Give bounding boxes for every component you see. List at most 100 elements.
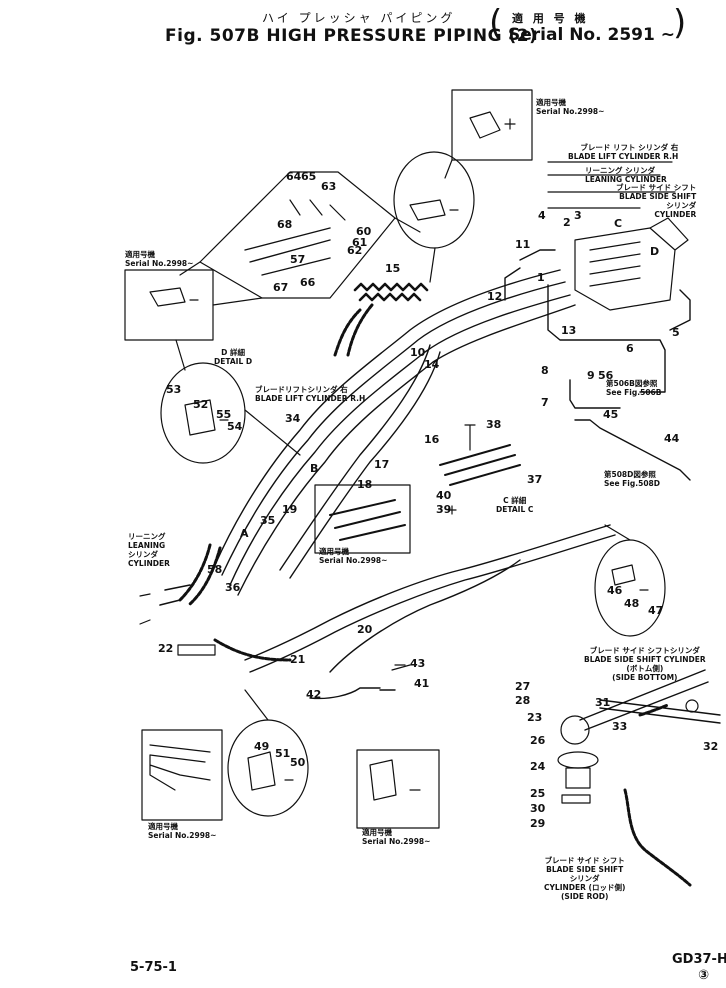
part-number: 60 xyxy=(356,225,372,238)
part-number: 6 xyxy=(626,342,634,355)
inset-box-top xyxy=(451,89,533,161)
part-number: 51 xyxy=(275,747,291,760)
part-number: 11 xyxy=(515,238,531,251)
part-number: 48 xyxy=(624,597,640,610)
part-number: 10 xyxy=(410,346,426,359)
part-number: 8 xyxy=(541,364,549,377)
part-number: 9 xyxy=(587,369,595,382)
part-number: 17 xyxy=(374,458,390,471)
inset-circle-left xyxy=(160,362,246,464)
part-number: 47 xyxy=(648,604,664,617)
section-mark-b: B xyxy=(310,462,319,475)
part-number: 29 xyxy=(530,817,546,830)
inset-box-left xyxy=(124,269,214,341)
part-number: 50 xyxy=(290,756,306,769)
part-number: 58 xyxy=(207,563,223,576)
revision-mark: ③ xyxy=(698,968,710,983)
part-number: 61 xyxy=(352,236,368,249)
part-number: 41 xyxy=(414,677,430,690)
part-number: 19 xyxy=(282,503,298,516)
part-number: 54 xyxy=(227,420,243,433)
serial-open-paren: ( xyxy=(489,3,503,43)
part-number: 32 xyxy=(703,740,719,753)
part-number: 27 xyxy=(515,680,531,693)
part-number: 7 xyxy=(541,396,549,409)
part-number: 5 xyxy=(672,326,680,339)
part-number: 23 xyxy=(527,711,543,724)
part-number: 13 xyxy=(561,324,577,337)
part-number: 65 xyxy=(301,170,317,183)
section-mark-d: D xyxy=(650,245,660,258)
figure-title: Fig. 507B HIGH PRESSURE PIPING (2) xyxy=(165,26,538,46)
part-number: 57 xyxy=(290,253,306,266)
part-number: 40 xyxy=(436,489,452,502)
part-number: 26 xyxy=(530,734,546,747)
part-number: 14 xyxy=(424,358,440,371)
part-number: 22 xyxy=(158,642,174,655)
section-mark-a: A xyxy=(240,527,249,540)
inset-box-bottom-left xyxy=(141,729,223,821)
part-number: 68 xyxy=(277,218,293,231)
inset-box-bottom-mid xyxy=(356,749,440,829)
part-number: 56 xyxy=(598,369,614,382)
part-number: 49 xyxy=(254,740,270,753)
part-number: 4 xyxy=(538,209,546,222)
part-number: 33 xyxy=(612,720,628,733)
part-number: 66 xyxy=(300,276,316,289)
serial-range: Serial No. 2591 ~ xyxy=(508,25,675,45)
part-number: 3 xyxy=(574,209,582,222)
part-number: 18 xyxy=(357,478,373,491)
section-mark-c: C xyxy=(614,217,623,230)
model-code: GD37-H xyxy=(672,952,726,967)
part-number: 67 xyxy=(273,281,289,294)
part-number: 34 xyxy=(285,412,301,425)
title-japanese: ハイ プレッシャ パイピング xyxy=(262,11,456,25)
part-number: 1 xyxy=(537,271,545,284)
part-number: 38 xyxy=(486,418,502,431)
part-number: 64 xyxy=(286,170,302,183)
part-number: 16 xyxy=(424,433,440,446)
part-number: 25 xyxy=(530,787,546,800)
part-number: 53 xyxy=(166,383,182,396)
part-number: 24 xyxy=(530,760,546,773)
part-number: 43 xyxy=(410,657,426,670)
serial-close-paren: ) xyxy=(673,3,687,43)
part-number: 55 xyxy=(216,408,232,421)
part-number: 12 xyxy=(487,290,503,303)
part-number: 44 xyxy=(664,432,680,445)
part-number: 2 xyxy=(563,216,571,229)
part-number: 15 xyxy=(385,262,401,275)
part-number: 20 xyxy=(357,623,373,636)
part-number: 63 xyxy=(321,180,337,193)
part-number: 35 xyxy=(260,514,276,527)
part-number: 52 xyxy=(193,398,209,411)
part-number: 36 xyxy=(225,581,241,594)
part-number: 31 xyxy=(595,696,611,709)
part-number: 45 xyxy=(603,408,619,421)
part-number: 39 xyxy=(436,503,452,516)
inset-circle-top xyxy=(393,151,475,249)
part-number: 46 xyxy=(607,584,623,597)
part-number: 62 xyxy=(347,244,363,257)
part-number: 37 xyxy=(527,473,543,486)
part-number: 21 xyxy=(290,653,306,666)
part-number: 30 xyxy=(530,802,546,815)
inset-circle-right xyxy=(594,539,666,637)
